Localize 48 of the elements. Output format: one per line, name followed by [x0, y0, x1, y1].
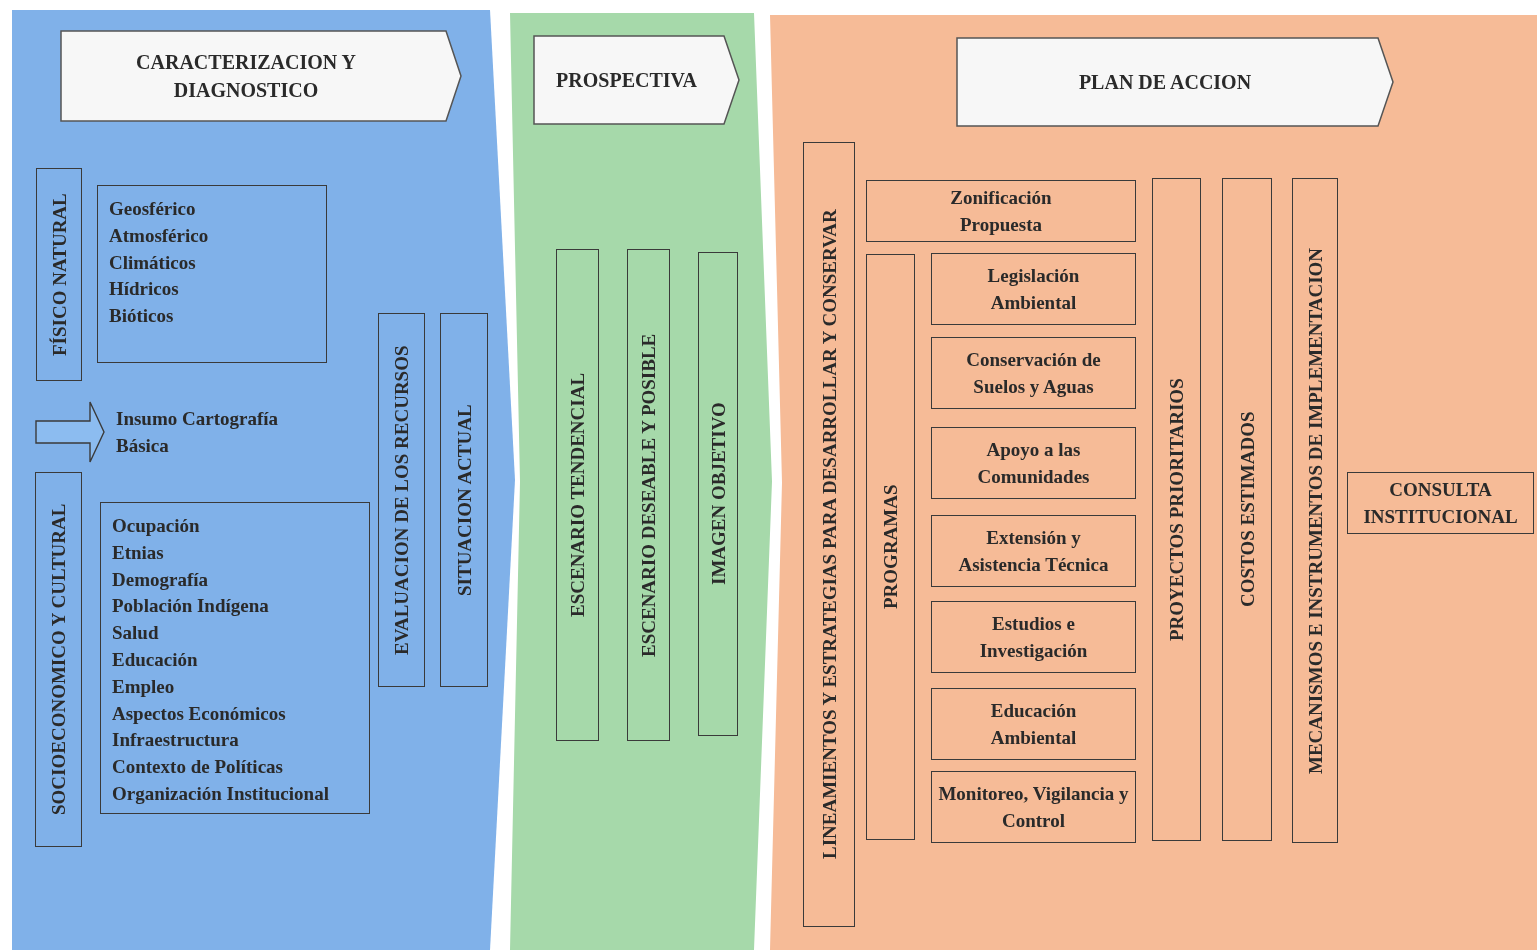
label-box: CONSULTA INSTITUCIONAL — [1347, 472, 1534, 534]
vertical-label-box: PROGRAMAS — [866, 254, 915, 840]
label-box: Estudios e Investigación — [931, 601, 1136, 673]
list-item: Hídricos — [109, 277, 180, 302]
list-box — [100, 502, 370, 814]
list-item: Educación — [112, 648, 199, 672]
label-box: Zonificación Propuesta — [866, 180, 1136, 242]
vertical-label-box: ESCENARIO TENDENCIAL — [556, 249, 599, 741]
chevron-panel — [768, 15, 1537, 950]
list-item: Empleo — [112, 674, 176, 699]
heading-arrow-box — [533, 35, 740, 125]
list-item: Infraestructura — [112, 728, 240, 753]
vertical-label-box: PROYECTOS PRIORITARIOS — [1152, 178, 1201, 841]
vertical-label-box: ESCENARIO DESEABLE Y POSIBLE — [627, 249, 670, 741]
vertical-label-box: MECANISMOS E INSTRUMENTOS DE IMPLEMENTACION — [1292, 178, 1338, 843]
chevron-panel — [508, 13, 772, 950]
list-item: Aspectos Económicos — [112, 701, 287, 726]
vertical-label-box: EVALUACION DE LOS RECURSOS — [378, 313, 425, 687]
vertical-label-box: COSTOS ESTIMADOS — [1222, 178, 1272, 841]
label-box: Extensión y Asistencia Técnica — [931, 515, 1136, 587]
list-item: Organización Institucional — [112, 781, 330, 806]
heading-text: CARACTERIZACION Y DIAGNOSTICO — [135, 50, 357, 103]
list-item: Geosférico — [109, 197, 197, 221]
list-item: Población Indígena — [112, 594, 270, 619]
list-item: Demografía — [112, 567, 210, 592]
chevron-panel — [12, 10, 515, 950]
list-box — [97, 185, 327, 363]
vertical-label-box: IMAGEN OBJETIVO — [698, 252, 738, 736]
vertical-label-box: LINEAMIENTOS Y ESTRATEGIAS PARA DESARROLLAR Y CONSERVAR — [803, 142, 855, 927]
list-item: Climáticos — [109, 250, 197, 275]
list-item: Contexto de Políticas — [112, 755, 284, 780]
label-box: Conservación de Suelos y Aguas — [931, 337, 1136, 409]
vertical-label-box: SOCIOECONOMICO Y CULTURAL — [35, 472, 82, 847]
vertical-label-box: SITUACION ACTUAL — [440, 313, 488, 687]
block-arrow — [35, 401, 105, 463]
label-box: Monitoreo, Vigilancia y Control — [931, 771, 1136, 843]
heading-text: PROSPECTIVA — [555, 68, 698, 93]
list-item: Atmosférico — [109, 223, 210, 248]
vertical-label-box: FÍSICO NATURAL — [36, 168, 82, 381]
input-note: Insumo Cartografía Básica — [106, 405, 316, 465]
label-box: Legislación Ambiental — [931, 253, 1136, 325]
list-item: Bióticos — [109, 304, 175, 329]
list-item: Salud — [112, 621, 160, 646]
heading-text: PLAN DE ACCION — [1077, 70, 1253, 95]
label-box: Apoyo a las Comunidades — [931, 427, 1136, 499]
list-item: Etnias — [112, 540, 165, 565]
list-item: Ocupación — [112, 514, 201, 538]
label-box: Educación Ambiental — [931, 688, 1136, 760]
